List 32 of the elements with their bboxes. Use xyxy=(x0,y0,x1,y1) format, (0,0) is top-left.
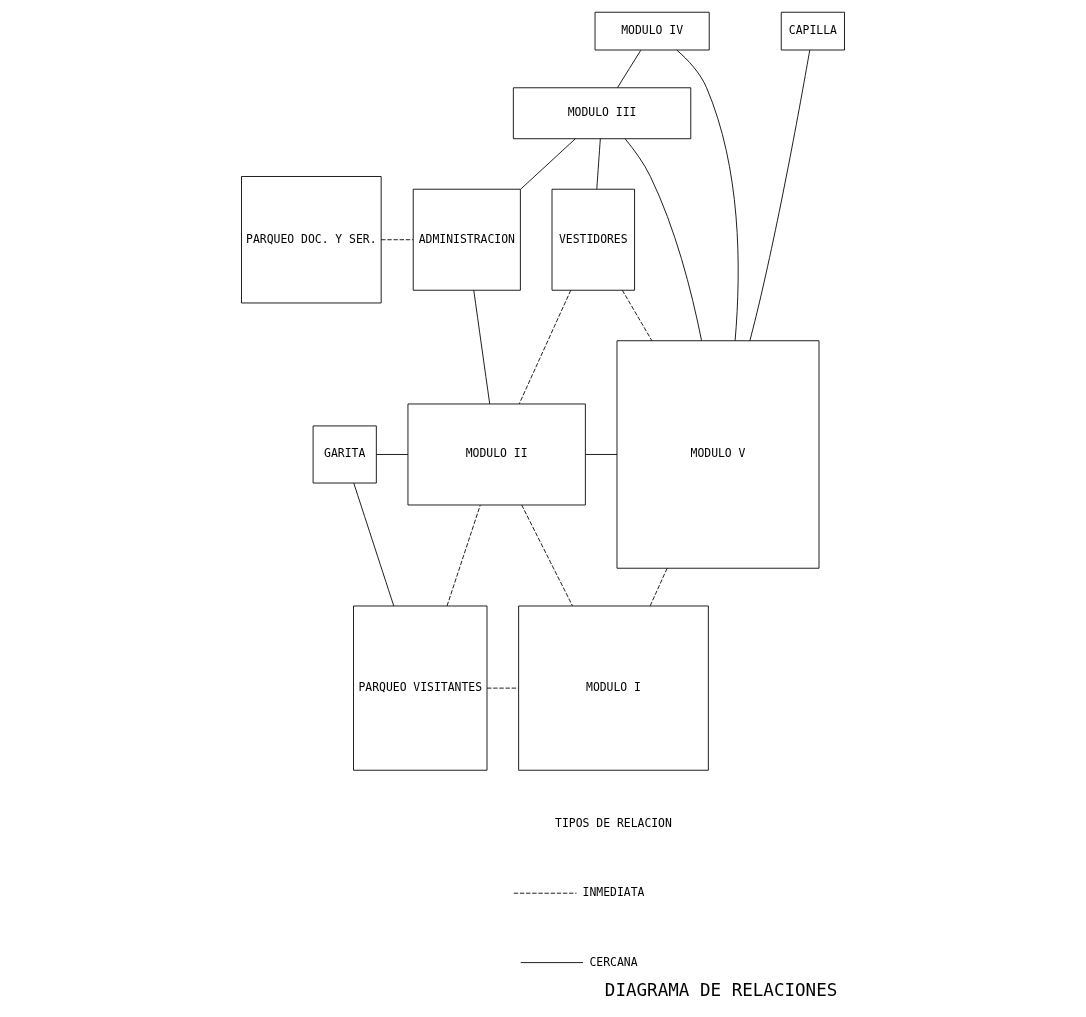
label: TIPOS DE RELACION xyxy=(555,815,672,830)
connector xyxy=(596,138,601,190)
connector xyxy=(624,138,702,342)
node-box: PARQUEO VISITANTES xyxy=(353,605,488,771)
node-box: MODULO II xyxy=(407,403,586,506)
node-box: MODULO IV xyxy=(594,11,710,51)
node-box: MODULO III xyxy=(512,87,692,140)
connector xyxy=(585,454,618,455)
connector xyxy=(521,504,573,607)
connector xyxy=(486,687,519,689)
connector xyxy=(353,482,395,607)
diagram-title: DIAGRAMA DE RELACIONES xyxy=(604,979,838,1000)
connector xyxy=(520,138,576,190)
connector xyxy=(518,289,572,405)
connector xyxy=(621,289,653,342)
legend-label: INMEDIATA xyxy=(582,885,645,900)
legend-label: CERCANA xyxy=(589,954,638,969)
connector xyxy=(380,239,414,241)
connector xyxy=(749,49,811,342)
node-box: ADMINISTRACION xyxy=(412,188,521,291)
connector xyxy=(617,49,642,88)
node-box: GARITA xyxy=(312,425,377,484)
node-box: MODULO V xyxy=(616,340,820,569)
connector xyxy=(446,504,481,607)
connector xyxy=(676,49,739,342)
node-box: VESTIDORES xyxy=(551,188,635,291)
node-box: PARQUEO DOC. Y SER. xyxy=(241,176,382,304)
connector xyxy=(376,454,409,455)
connector xyxy=(473,289,491,405)
node-box: MODULO I xyxy=(518,605,709,771)
connector xyxy=(649,567,668,607)
node-box: CAPILLA xyxy=(780,11,845,51)
